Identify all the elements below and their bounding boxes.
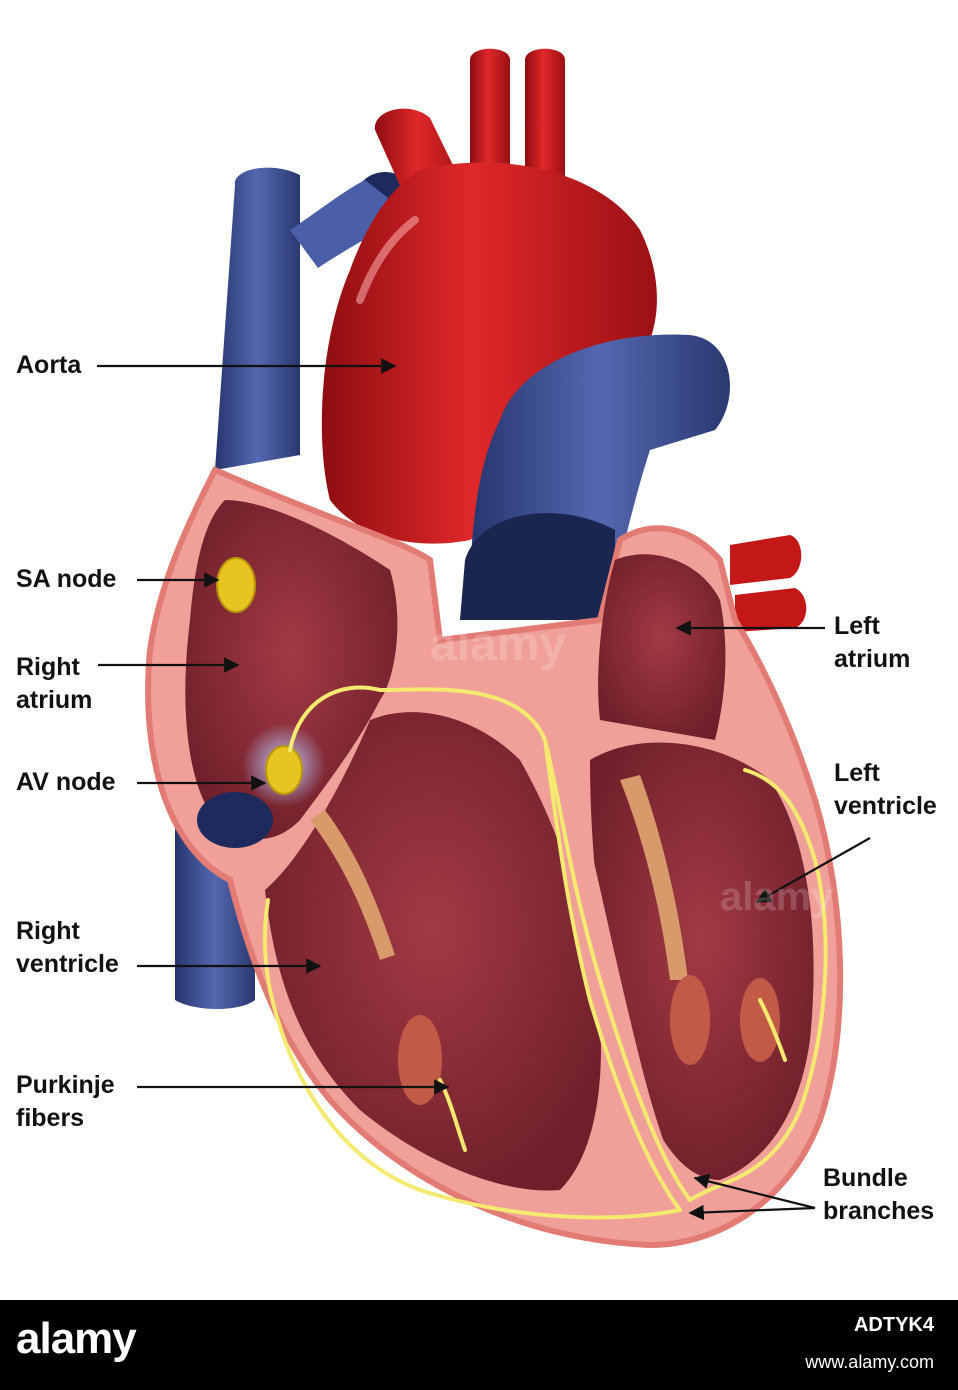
- image-id: ADTYK4: [853, 1314, 934, 1336]
- interventricular-septum: [540, 720, 700, 1225]
- alamy-logo: alamy: [16, 1314, 137, 1363]
- footer-bar: alamy ADTYK4 www.alamy.com: [0, 1300, 958, 1390]
- mitral-valve: [620, 775, 688, 980]
- bundle-branches-leader-2: [688, 1204, 816, 1221]
- label-bundle-line1: Bundle: [823, 1164, 908, 1192]
- papillary-muscle-left-1: [670, 975, 710, 1065]
- superior-vena-cava: [215, 167, 300, 470]
- label-right-atrium-line1: Right: [16, 653, 80, 681]
- conduction-pathway: [262, 685, 828, 1220]
- papillary-muscle-left-2: [740, 978, 780, 1062]
- papillary-muscle-right: [398, 1015, 442, 1105]
- label-av-node: AV node: [16, 768, 116, 796]
- pulmonary-trunk-opening: [460, 513, 615, 620]
- leader-lines: [97, 358, 871, 1221]
- label-purkinje-fibers: Purkinje fibers: [16, 1069, 115, 1135]
- label-left-ventricle: Left ventricle: [834, 757, 937, 823]
- av-node-shape: [265, 745, 303, 795]
- label-purkinje-line2: fibers: [16, 1104, 85, 1132]
- label-right-ventricle: Right ventricle: [16, 915, 119, 981]
- label-left-atrium-line1: Left: [834, 612, 880, 640]
- heart-illustration: alamy alamy: [97, 48, 871, 1249]
- aorta-vessel: [321, 162, 657, 544]
- sa-node-shape: [216, 557, 256, 613]
- label-right-atrium-line2: atrium: [16, 686, 93, 714]
- watermark-1: alamy: [430, 618, 566, 671]
- label-left-ventricle-line1: Left: [834, 759, 880, 787]
- right-ventricle-chamber: [265, 712, 601, 1191]
- aortic-branch-1: [470, 48, 510, 200]
- label-right-ventricle-line1: Right: [16, 917, 80, 945]
- label-aorta: Aorta: [16, 351, 82, 379]
- left-ventricle-leader: [755, 837, 871, 903]
- tricuspid-valve: [310, 810, 395, 960]
- pulmonary-vein-lower: [735, 588, 807, 632]
- label-bundle-line2: branches: [823, 1197, 935, 1225]
- label-right-atrium: Right atrium: [16, 651, 92, 717]
- watermark-2: alamy: [720, 875, 834, 919]
- label-left-atrium: Left atrium: [834, 610, 910, 676]
- label-bundle-branches: Bundle branches: [823, 1162, 934, 1228]
- label-right-ventricle-line2: ventricle: [16, 950, 119, 978]
- left-atrium-chamber: [598, 554, 726, 740]
- pulmonary-vein-upper: [730, 535, 802, 585]
- bundle-branches-leader-1: [693, 1173, 816, 1210]
- alamy-url: www.alamy.com: [805, 1352, 934, 1372]
- label-left-ventricle-line2: ventricle: [834, 792, 937, 820]
- label-left-atrium-line2: atrium: [834, 645, 911, 673]
- label-purkinje-line1: Purkinje: [16, 1071, 115, 1099]
- label-sa-node: SA node: [16, 565, 117, 593]
